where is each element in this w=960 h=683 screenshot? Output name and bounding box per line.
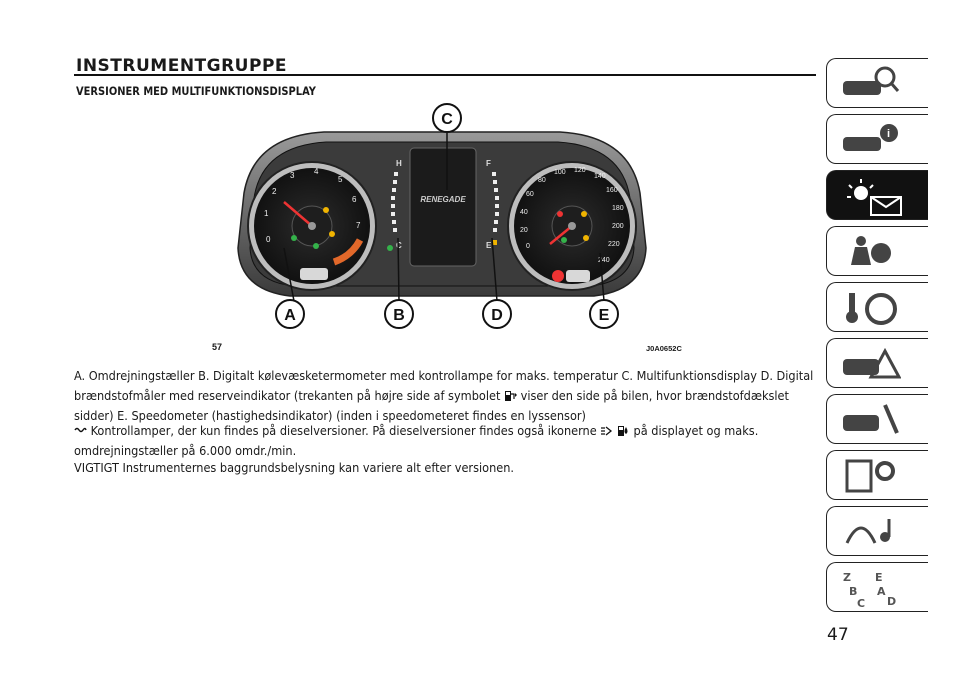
tab-steering-key[interactable] <box>826 282 928 332</box>
fuel-full-label: F <box>486 159 491 168</box>
svg-text:220: 220 <box>608 241 620 248</box>
index-icon: Z E B AC D <box>843 571 896 609</box>
multimedia-icon <box>845 519 891 544</box>
svg-text:60: 60 <box>526 191 534 198</box>
instrument-cluster-figure: 0 1 2 3 4 5 6 7 0 20 40 60 80 100 120 14… <box>214 98 670 353</box>
airbag-safety-icon <box>851 236 891 265</box>
car-service-icon <box>843 404 899 434</box>
svg-text:3: 3 <box>290 171 295 180</box>
subtitle: VERSIONER MED MULTIFUNKTIONSDISPLAY <box>76 84 316 98</box>
section-title: INSTRUMENTGRUPPE <box>76 56 288 76</box>
svg-text:C: C <box>857 597 865 609</box>
svg-text:D: D <box>887 595 896 608</box>
svg-text:4: 4 <box>314 167 319 176</box>
callout-b: B <box>393 307 405 324</box>
svg-text:2: 2 <box>272 187 277 196</box>
svg-text:1: 1 <box>264 209 269 218</box>
temp-cold-label: C <box>396 241 402 250</box>
paragraph-legend: A. Omdrejningstæller B. Digitalt kølevæs… <box>74 366 824 426</box>
title-rule <box>74 74 816 76</box>
svg-text:5: 5 <box>338 175 343 184</box>
tab-spec-gear[interactable] <box>826 450 928 500</box>
svg-text:6: 6 <box>352 195 357 204</box>
paragraph-note: VIGTIGT Instrumenternes baggrundsbelysni… <box>74 460 515 475</box>
temp-hot-label: H <box>396 159 402 168</box>
callout-a: A <box>284 307 296 324</box>
svg-text:20: 20 <box>520 227 528 234</box>
svg-text:A: A <box>877 585 886 598</box>
dpf-icon <box>601 426 613 436</box>
legend-text-cont: viser den side på bilen, hvor brændstofd… <box>74 388 789 423</box>
tach-mark: 0 <box>266 235 271 244</box>
tab-multimedia[interactable] <box>826 506 928 556</box>
svg-text:B: B <box>849 585 857 598</box>
tab-car-info[interactable]: i <box>826 114 928 164</box>
callout-d: D <box>491 307 503 324</box>
car-search-icon <box>843 66 900 95</box>
fuel-pump-icon <box>505 391 518 401</box>
diesel-text: Kontrollamper, der kun findes på dieselv… <box>90 423 597 438</box>
svg-text:0: 0 <box>526 243 530 250</box>
car-info-icon: i <box>843 124 898 151</box>
legend-text: A. Omdrejningstæller B. Digitalt kølevæs… <box>74 368 814 403</box>
figure-number: 57 <box>212 342 223 352</box>
glow-plug-icon <box>74 427 87 433</box>
fuel-water-icon <box>617 426 628 436</box>
paragraph-diesel: Kontrollamper, der kun findes på dieselv… <box>74 421 824 461</box>
tab-airbag-safety[interactable] <box>826 226 928 276</box>
svg-text:180: 180 <box>612 205 624 212</box>
svg-text:E: E <box>875 571 883 584</box>
callout-e: E <box>599 307 610 324</box>
svg-text:i: i <box>887 128 890 140</box>
svg-text:240: 240 <box>598 257 610 264</box>
figure-code: J0A0652C <box>646 344 682 353</box>
badge-text: RENEGADE <box>420 195 466 204</box>
svg-text:Z: Z <box>843 571 851 584</box>
svg-text:200: 200 <box>612 223 624 230</box>
svg-text:160: 160 <box>606 187 618 194</box>
tab-car-service[interactable] <box>826 394 928 444</box>
tab-car-warning[interactable] <box>826 338 928 388</box>
page-number: 47 <box>827 625 849 645</box>
spec-gear-icon <box>845 459 895 493</box>
fuel-empty-label: E <box>486 241 492 250</box>
svg-text:7: 7 <box>356 221 361 230</box>
svg-text:100: 100 <box>554 169 566 176</box>
callout-c: C <box>441 111 453 128</box>
svg-text:80: 80 <box>538 177 546 184</box>
car-warning-icon <box>843 347 901 379</box>
tab-car-search[interactable] <box>826 58 928 108</box>
light-message-icon <box>847 179 902 216</box>
steering-key-icon <box>846 293 897 325</box>
svg-text:120: 120 <box>574 167 586 174</box>
diesel-text-cont: på displayet og maks. omdrejningstæller … <box>74 423 759 458</box>
tab-light-message[interactable] <box>826 170 928 220</box>
svg-text:140: 140 <box>594 173 606 180</box>
svg-text:40: 40 <box>520 209 528 216</box>
